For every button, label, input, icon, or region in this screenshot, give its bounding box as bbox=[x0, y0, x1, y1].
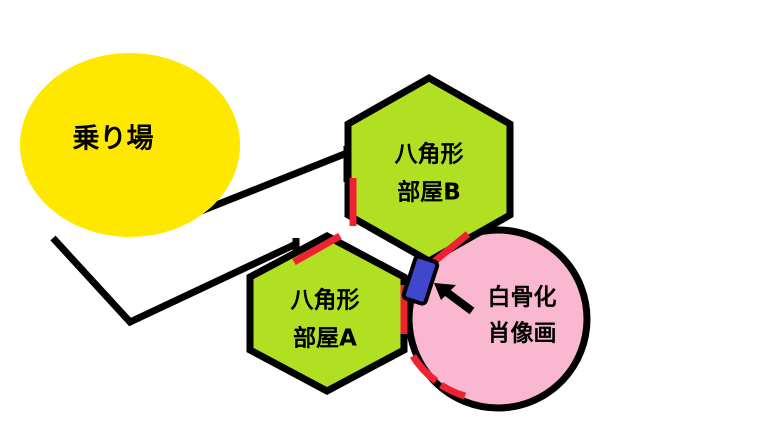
door-layer bbox=[292, 178, 471, 400]
corridor-boarding-to-a bbox=[50, 235, 298, 327]
boarding-point[interactable]: 乗り場 bbox=[20, 53, 240, 237]
room-octagon-b-label-line1: 八角形 bbox=[395, 141, 464, 168]
arrow-up-left-icon bbox=[434, 283, 475, 315]
door-b-southeast[interactable] bbox=[427, 231, 471, 268]
round-room-body bbox=[405, 226, 591, 412]
portrait-marker[interactable] bbox=[401, 254, 440, 306]
portrait-callout: 白骨化 肖像画 bbox=[434, 283, 557, 347]
room-octagon-a-label-line1: 八角形 bbox=[291, 287, 360, 314]
room-octagon-a-body bbox=[246, 232, 408, 395]
portrait-label-line2: 肖像画 bbox=[488, 320, 557, 347]
room-octagon-b[interactable]: 八角形 部屋B bbox=[344, 73, 514, 266]
portrait-label-line1: 白骨化 bbox=[488, 284, 557, 311]
portrait-marker-group[interactable] bbox=[401, 254, 440, 306]
round-room[interactable] bbox=[405, 226, 591, 412]
door-circle-southwest-upper[interactable] bbox=[410, 354, 439, 384]
room-octagon-b-label-line2: 部屋B bbox=[397, 179, 461, 206]
door-a-northwest[interactable] bbox=[292, 232, 342, 266]
room-octagon-a-label-line2: 部屋A bbox=[293, 325, 357, 352]
door-circle-southwest-lower[interactable] bbox=[439, 382, 467, 400]
boarding-point-body bbox=[20, 53, 240, 237]
boarding-point-label: 乗り場 bbox=[73, 124, 154, 155]
room-octagon-a[interactable]: 八角形 部屋A bbox=[246, 232, 408, 395]
